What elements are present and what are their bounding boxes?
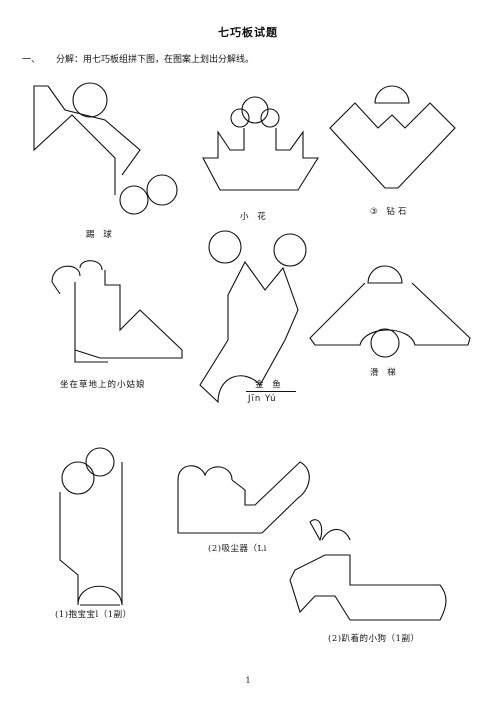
caption-running-dog: (2)趴着的小狗（1副） bbox=[328, 634, 420, 644]
goldfish-underline bbox=[246, 391, 296, 392]
caption-goldfish-pinyin: Jīn Yú bbox=[248, 394, 277, 404]
page-title: 七巧板试题 bbox=[218, 26, 278, 39]
question-number: 一、 bbox=[22, 55, 41, 65]
caption-small-flower: 小 花 bbox=[240, 212, 269, 222]
hold-baby-figure bbox=[59, 447, 123, 606]
small-flower-figure bbox=[202, 96, 319, 191]
caption-kick-ball: 踢 球 bbox=[86, 230, 115, 240]
girl-sitting-figure bbox=[51, 260, 183, 363]
caption-slide: 滑 梯 bbox=[370, 368, 399, 378]
caption-girl-sitting: 坐在草地上的小姑娘 bbox=[60, 380, 146, 390]
running-dog-figure bbox=[289, 519, 447, 621]
goldfish-figure bbox=[199, 230, 307, 404]
vacuum-figure bbox=[177, 461, 310, 534]
caption-hold-baby: (1)抱宝宝l（1副） bbox=[55, 610, 132, 620]
caption-diamond: ③ 钻石 bbox=[370, 207, 410, 217]
caption-vacuum: (2)吸尘器（Li bbox=[208, 544, 267, 554]
page-number: 1 bbox=[245, 676, 251, 685]
slide-figure bbox=[309, 265, 471, 358]
diamond-figure bbox=[329, 85, 456, 189]
caption-goldfish: 金 鱼 bbox=[255, 380, 284, 390]
question-line: 一、 分解：用七巧板组拼下图，在图案上划出分解线。 bbox=[22, 52, 254, 65]
question-text: 分解：用七巧板组拼下图，在图案上划出分解线。 bbox=[56, 55, 255, 65]
kick-ball-figure bbox=[33, 82, 178, 215]
